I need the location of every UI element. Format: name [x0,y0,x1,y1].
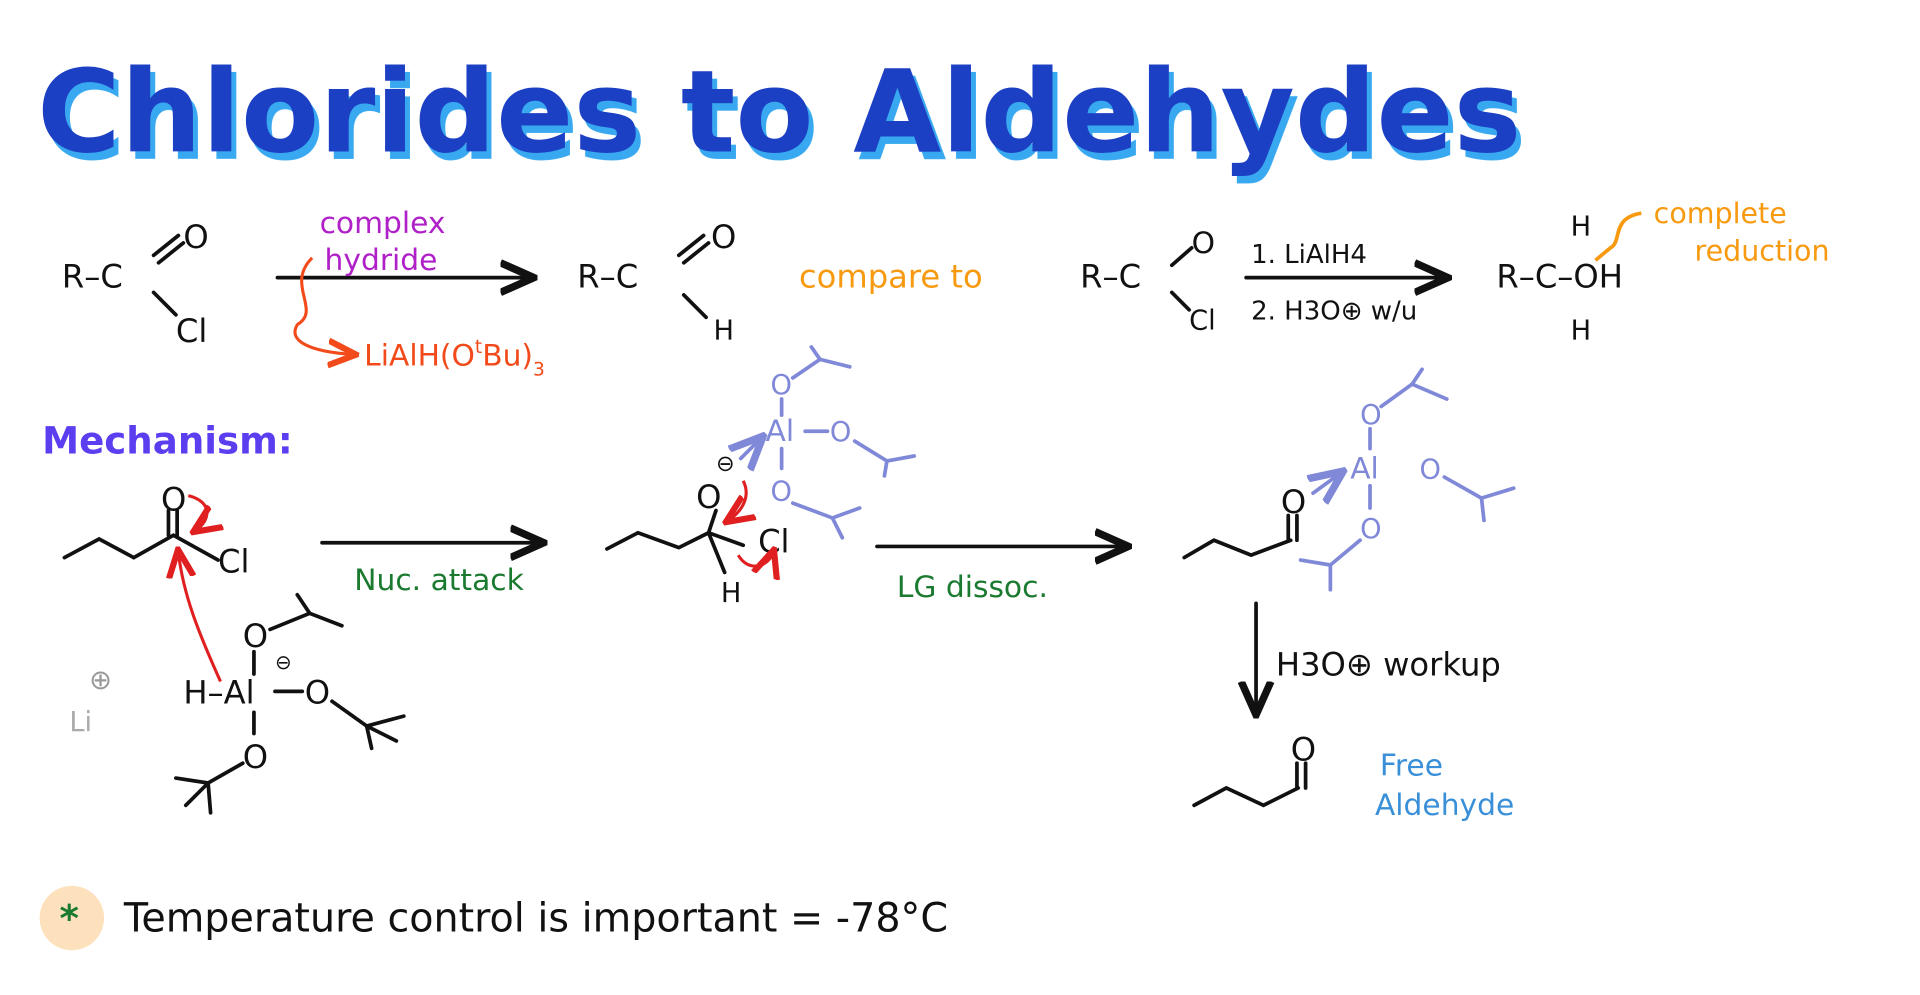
compare-label: compare to [799,258,983,296]
reagent-formula: LiAlH(OtBu)3 [364,337,545,380]
aldehyde-al-complex: O Al O O O [1182,367,1516,592]
reagent-pointer [293,256,353,355]
minus-charge: ⊖ [275,651,292,674]
oxygen-top: O [770,370,791,401]
workup-label: H3O⊕ workup [1276,645,1501,683]
hydride-reagent: H–Al ⊖ O O O [176,553,406,815]
aldehyde-product: R–C O H [577,218,736,347]
temperature-note: Temperature control is important = -78°C [123,896,948,942]
oxygen-bottom: O [243,738,268,776]
oxygen-label: O [696,478,721,516]
oxygen-label: O [711,218,736,256]
oxygen-label: O [1281,483,1306,521]
chlorine-label: Cl [218,542,249,580]
chlorine-label: Cl [758,523,789,561]
oxygen-label: O [1192,226,1215,261]
oxygen-bottom: O [770,477,791,508]
oxygen-label: O [161,481,186,519]
compare-step-2: 2. H3O⊕ w/u [1251,297,1417,327]
asterisk-icon: * [59,898,78,941]
lg-dissoc-label: LG dissoc. [897,570,1048,605]
aluminum-label: Al [766,414,795,449]
hydrogen-label: H [721,578,742,609]
oxygen-right: O [1420,454,1441,485]
chlorine-label: Cl [176,312,207,350]
butanoyl-chloride: O Cl [62,481,249,580]
mechanism-heading: Mechanism: [42,420,293,463]
hydrogen-bottom: H [1571,316,1592,347]
lithium-label: Li [69,707,92,738]
aluminum-complex: Al O O O [741,345,917,540]
tetrahedral-intermediate: O ⊖ Cl H Al O O O [605,345,917,609]
reagent-label-line2: hydride [325,243,438,278]
hydrogen-top: H [1571,212,1592,243]
aldehyde-label: Aldehyde [1375,788,1514,823]
oxygen-label: O [183,218,208,256]
oxygen-label: O [1291,731,1316,769]
note-badge [39,885,105,951]
compare-step-1: 1. LiAlH4 [1251,240,1367,270]
acyl-chloride: R–C O Cl [62,218,209,350]
free-aldehyde-structure: O [1192,731,1316,808]
page-title: Chlorides to Aldehydes [37,45,1521,178]
oxygen-right: O [830,417,851,448]
alcohol-product: H R–C–OH H [1496,212,1623,347]
oxygen-top: O [243,617,268,655]
reduction-label: reduction [1695,234,1830,267]
r-c-label: R–C [577,258,638,296]
oxygen-bottom: O [1360,514,1381,545]
li-charge: ⊕ [89,665,112,696]
r-c-oh-label: R–C–OH [1496,258,1623,296]
compare-acyl-chloride: R–C O Cl [1080,226,1216,337]
nuc-attack-label: Nuc. attack [354,563,524,598]
r-c-label: R–C [62,258,123,296]
chlorine-label: Cl [1189,306,1216,337]
aluminum-label: Al [1350,451,1379,486]
complete-label: complete [1654,197,1787,230]
hydrogen-label: H [713,316,734,347]
free-label: Free [1380,749,1443,784]
reagent-label-line1: complex [320,206,446,241]
minus-charge: ⊖ [716,451,735,477]
r-c-label: R–C [1080,258,1141,296]
oxygen-right: O [305,674,330,712]
reduction-pointer [1594,211,1642,262]
oxygen-top: O [1360,400,1381,431]
